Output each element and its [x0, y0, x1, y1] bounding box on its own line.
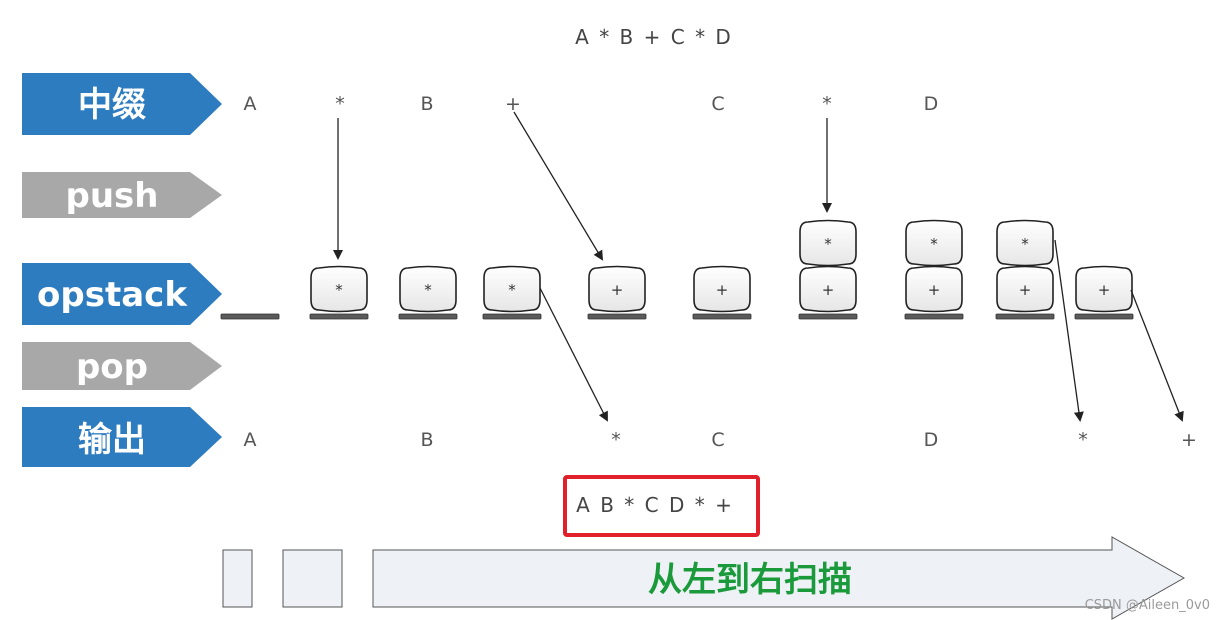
scan-box-small — [222, 549, 253, 608]
stack-cell — [693, 265, 751, 313]
stack-cell — [588, 265, 646, 313]
tag-opstack: opstack — [22, 263, 222, 325]
stack-cell — [905, 219, 963, 267]
stack-column: +* — [995, 219, 1055, 320]
output-token: B — [420, 429, 433, 451]
expression-title: A * B + C * D — [575, 25, 733, 49]
stack-cell — [996, 265, 1054, 313]
push-arrow-plus — [513, 111, 604, 261]
stack-cell-label: + — [716, 281, 729, 299]
stack-cell — [905, 265, 963, 313]
output-token: + — [1181, 429, 1197, 451]
stack-cell-label: + — [611, 281, 624, 299]
tag-output: 输出 — [22, 407, 222, 467]
pop-arrows — [539, 239, 1184, 422]
stack-cell — [483, 265, 541, 313]
output-token: C — [711, 429, 724, 451]
stack-column: * — [309, 265, 369, 320]
stack-column: * — [398, 265, 458, 320]
tag-infix-label: 中缀 — [78, 85, 146, 125]
opstack-row: ***+++*+*+*+ — [220, 219, 1134, 320]
tag-pop-label: pop — [76, 347, 148, 387]
output-token: D — [924, 429, 939, 451]
infix-token: D — [924, 93, 939, 115]
stack-cell-label: * — [824, 235, 832, 253]
stack-column: + — [587, 265, 647, 320]
stack-cell — [310, 265, 368, 313]
stack-base — [398, 313, 458, 320]
pop-arrow-star-2 — [1054, 239, 1084, 422]
stack-column: + — [1074, 265, 1134, 320]
output-token: A — [244, 429, 257, 451]
watermark: CSDN @Aileen_0v0 — [1085, 598, 1210, 613]
stack-column: +* — [904, 219, 964, 320]
pop-arrow-plus — [1130, 289, 1184, 422]
stack-cell-label: + — [1019, 281, 1032, 299]
stack-cell-label: * — [1021, 235, 1029, 253]
stack-cell — [799, 219, 857, 267]
stack-column: * — [482, 265, 542, 320]
scan-arrow — [372, 536, 1186, 620]
scan-bar: 从左到右扫描 — [222, 536, 1186, 620]
postfix-result: A B * C D * + — [576, 493, 734, 517]
tag-push: push — [22, 172, 222, 218]
stack-cell — [1075, 265, 1133, 313]
stack-cell-label: + — [1098, 281, 1111, 299]
stack-column: + — [692, 265, 752, 320]
stack-base — [995, 313, 1055, 320]
infix-token: * — [335, 93, 345, 115]
stack-cell — [399, 265, 457, 313]
infix-token: * — [822, 93, 832, 115]
tag-infix: 中缀 — [22, 73, 222, 135]
scan-label: 从左到右扫描 — [648, 560, 852, 600]
stack-cell — [799, 265, 857, 313]
stack-column: +* — [798, 219, 858, 320]
output-token: * — [1078, 429, 1088, 451]
stack-cell — [996, 219, 1054, 267]
stack-base — [309, 313, 369, 320]
infix-token: B — [420, 93, 433, 115]
infix-token-row: A * B + C * D — [244, 93, 939, 115]
stack-base — [1074, 313, 1134, 320]
scan-box-medium — [282, 549, 343, 608]
output-token-row: A B * C D * + — [244, 429, 1197, 451]
output-token: * — [611, 429, 621, 451]
stack-column — [220, 313, 280, 320]
stack-cell-label: * — [424, 281, 432, 299]
tag-push-label: push — [66, 176, 159, 216]
stack-base — [798, 313, 858, 320]
stack-cell-label: * — [335, 281, 343, 299]
tag-pop: pop — [22, 342, 222, 390]
stack-cell-label: + — [822, 281, 835, 299]
infix-token: + — [505, 93, 521, 115]
infix-token: A — [244, 93, 257, 115]
stack-base — [904, 313, 964, 320]
stack-base — [692, 313, 752, 320]
stack-cell-label: * — [930, 235, 938, 253]
tag-opstack-label: opstack — [37, 275, 188, 315]
stack-cell-label: * — [508, 281, 516, 299]
push-arrows — [333, 111, 832, 261]
result-box: A B * C D * + — [563, 475, 760, 537]
stack-base — [587, 313, 647, 320]
stack-cell-label: + — [928, 281, 941, 299]
stack-base — [220, 313, 280, 320]
tag-output-label: 输出 — [78, 420, 146, 460]
pop-arrow-star-1 — [539, 287, 608, 422]
stack-base — [482, 313, 542, 320]
infix-token: C — [711, 93, 724, 115]
